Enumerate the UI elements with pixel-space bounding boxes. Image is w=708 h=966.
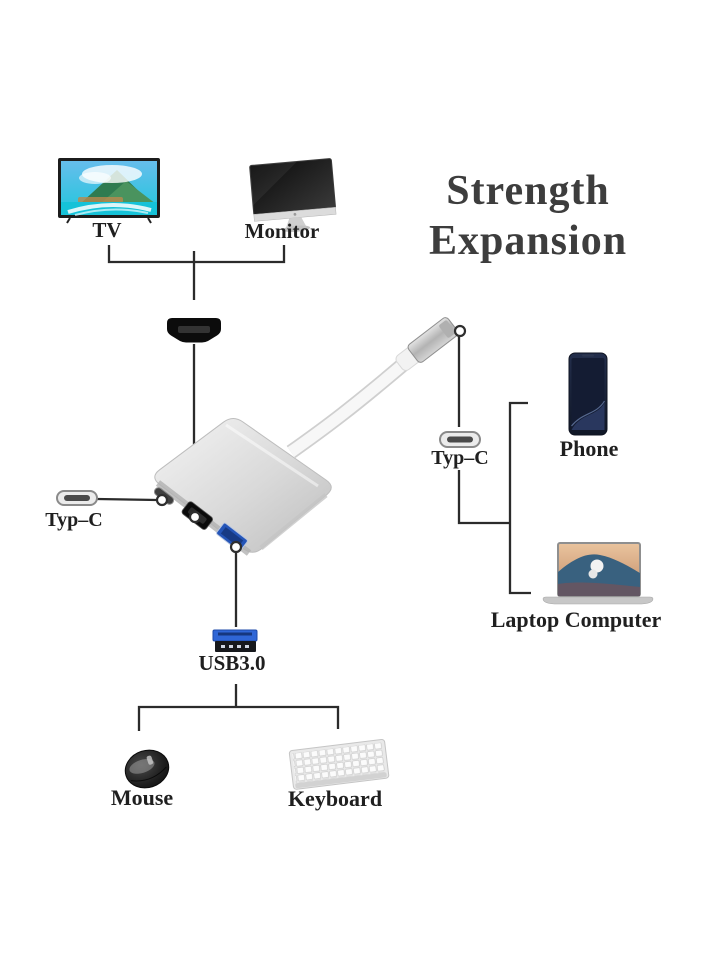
phone-icon	[568, 352, 608, 436]
node-hub-typc	[155, 493, 169, 507]
page-title: Strength Expansion	[429, 166, 627, 266]
typc-connector-icon-left	[56, 490, 98, 506]
phone-label: Phone	[559, 436, 619, 461]
monitor-label: Monitor	[244, 219, 320, 243]
typc-right-down-line	[457, 470, 510, 525]
laptop-label: Laptop Computer	[490, 607, 662, 632]
keyboard-label: Keyboard	[287, 786, 383, 811]
tv-label: TV	[92, 218, 122, 242]
title-line-2: Expansion	[428, 218, 628, 264]
mouse-label: Mouse	[110, 785, 174, 810]
mouse-keyboard-bracket-line	[137, 705, 340, 731]
connector-lines	[96, 245, 531, 731]
usb3-port-icon	[212, 629, 258, 652]
node-hub-hdmi	[188, 510, 202, 524]
usb-c-plug	[407, 317, 459, 363]
typc-left-label: Typ–C	[45, 509, 103, 531]
usb-c-hub	[153, 317, 459, 556]
tv-monitor-bracket-line	[107, 245, 286, 264]
hdmi-plug-icon	[167, 318, 221, 343]
typc-right-label: Typ–C	[431, 447, 489, 469]
node-cable-tip	[453, 324, 467, 338]
title-line-1: Strength	[446, 168, 610, 214]
phone-laptop-bracket-line	[508, 401, 531, 595]
monitor-icon	[249, 158, 337, 233]
mouse-icon	[124, 749, 170, 789]
laptop-icon	[542, 542, 654, 605]
connection-nodes	[155, 324, 467, 554]
typc-connector-icon-right	[439, 431, 481, 448]
usb-label: USB3.0	[198, 651, 266, 675]
typc-left-to-hub-line	[96, 497, 158, 502]
keyboard-icon	[288, 739, 390, 790]
node-hub-usb	[229, 540, 243, 554]
tv-icon	[58, 158, 160, 224]
